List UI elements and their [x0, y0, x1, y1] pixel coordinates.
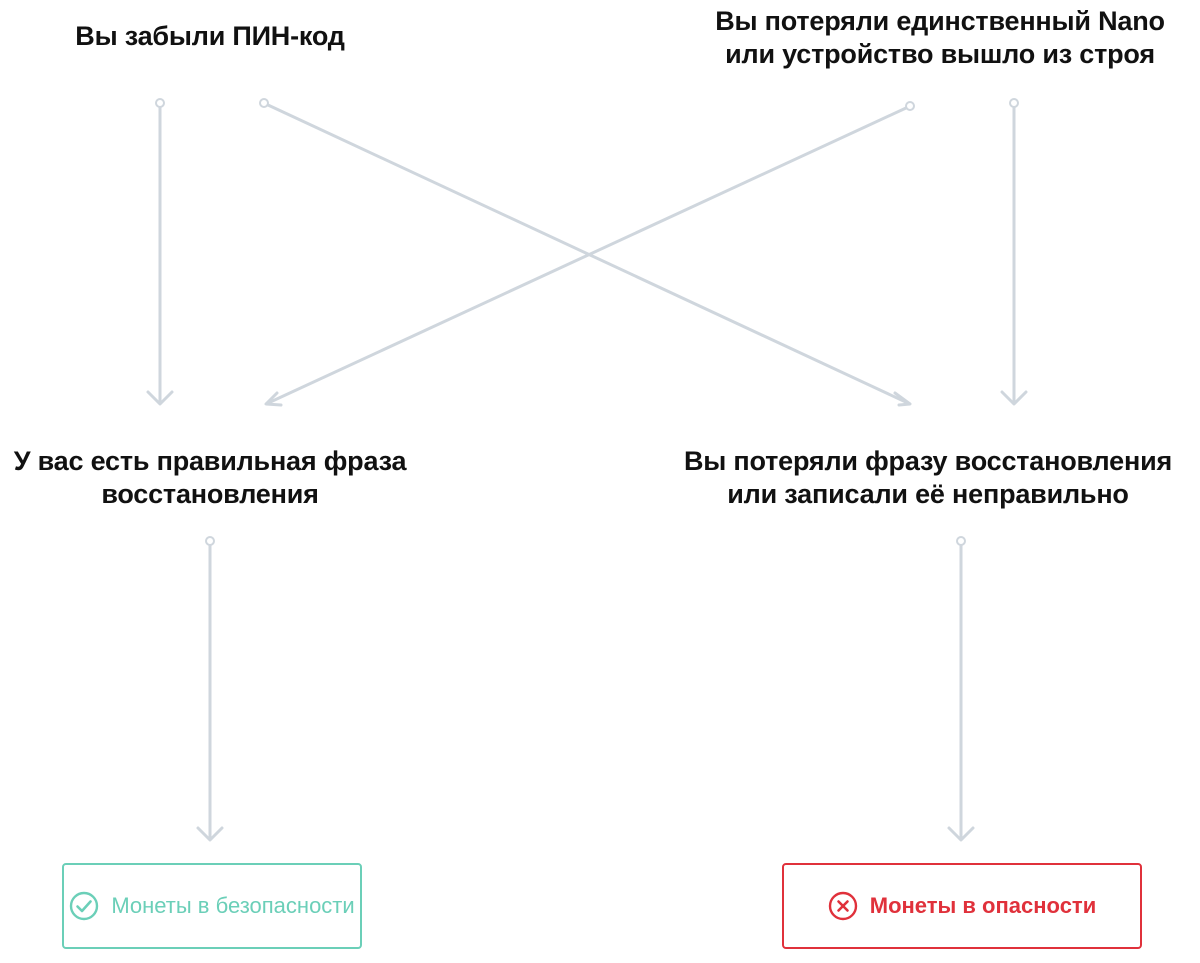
edge-have-phrase-to-safe [196, 536, 224, 842]
node-have-phrase-line-2: восстановления [101, 479, 319, 509]
outcome-coins-safe: Монеты в безопасности [62, 863, 362, 949]
node-lost-device-line-1: Вы потеряли единственный Nano [715, 6, 1165, 36]
edge-forgot-pin-to-lost-phrase [259, 98, 912, 407]
node-forgot-pin: Вы забыли ПИН-код [40, 20, 380, 53]
node-forgot-pin-line: Вы забыли ПИН-код [75, 21, 345, 51]
check-circle-icon [70, 891, 99, 921]
x-circle-icon [828, 891, 857, 921]
node-lost-phrase: Вы потеряли фразу восстановления или зап… [668, 445, 1188, 511]
outcome-coins-danger-label: Монеты в опасности [869, 893, 1097, 918]
outcome-coins-danger: Монеты в опасности [782, 863, 1142, 949]
node-lost-phrase-line-1: Вы потеряли фразу восстановления [683, 446, 1173, 476]
edge-lost-device-to-lost-phrase [1000, 98, 1028, 406]
node-have-phrase: У вас есть правильная фраза восстановлен… [0, 445, 420, 511]
outcome-coins-safe-label: Монеты в безопасности [111, 893, 355, 918]
node-lost-device-line-2: или устройство вышло из строя [725, 39, 1155, 69]
edge-lost-phrase-to-danger [947, 536, 975, 842]
edge-forgot-pin-to-have-phrase [146, 98, 174, 406]
node-have-phrase-line-1: У вас есть правильная фраза [13, 446, 407, 476]
node-lost-device: Вы потеряли единственный Nano или устрой… [680, 5, 1200, 71]
node-lost-phrase-line-2: или записали её неправильно [727, 479, 1129, 509]
edge-lost-device-to-have-phrase [264, 101, 915, 407]
